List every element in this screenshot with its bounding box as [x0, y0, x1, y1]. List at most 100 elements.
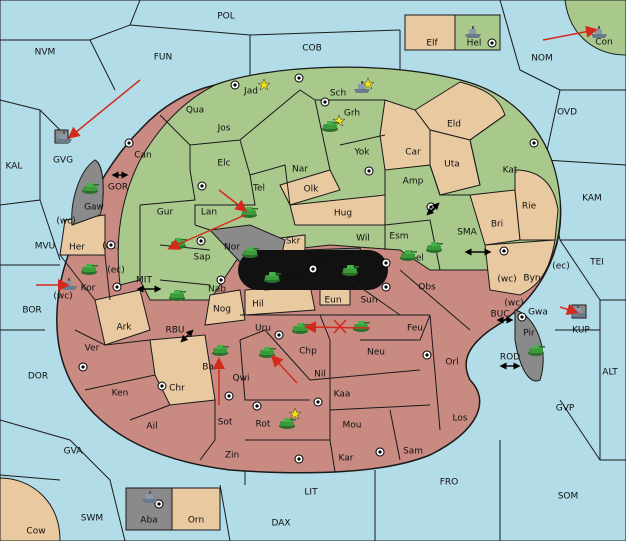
label-nor: Nor — [224, 243, 240, 253]
province-ark[interactable] — [94, 289, 151, 346]
label-ken: Ken — [112, 389, 129, 399]
sea-label-pol: POL — [217, 12, 235, 22]
province-aba[interactable] — [125, 487, 173, 531]
label-aba: Aba — [140, 516, 157, 526]
label-wil: Wil — [356, 234, 370, 244]
move-orders — [36, 25, 598, 405]
label-olk: Olk — [304, 185, 320, 195]
sea-label-buc: BUC — [490, 310, 509, 320]
label-gur: Gur — [157, 208, 174, 218]
sea-label-kam: KAM — [582, 194, 602, 204]
label-jos: Jos — [217, 124, 231, 134]
province-borders — [59, 89, 506, 473]
label-skr: Skr — [286, 237, 301, 247]
label-jad: Jad — [243, 87, 258, 97]
label-rie: Rie — [522, 202, 537, 212]
sea-label-gor: GOR — [108, 183, 128, 193]
label-grh: Grh — [344, 109, 360, 119]
label-hel: Hel — [467, 39, 482, 49]
sea-label-fun: FUN — [154, 53, 173, 63]
province-uta[interactable] — [429, 129, 481, 196]
sea-labels: POL NVM FUN COB NOM OVD KAL KAM MVU TEI … — [6, 12, 619, 529]
label-los: Los — [452, 414, 467, 424]
label-car: Car — [405, 148, 421, 158]
label-amp: Amp — [403, 177, 424, 187]
label-nil: Nil — [314, 370, 326, 380]
sea-label-nvm: NVM — [35, 48, 56, 58]
label-kat: Kat — [503, 166, 518, 176]
label-ark: Ark — [116, 323, 132, 333]
coast-label-gwa-wc: (wc) — [504, 299, 523, 309]
label-kar: Kar — [339, 454, 354, 464]
label-hil: Hil — [252, 300, 264, 310]
coast-label-byn-wc: (wc) — [497, 275, 516, 285]
label-pir: Pir — [523, 329, 535, 339]
label-rot: Rot — [256, 420, 271, 430]
label-con: Con — [595, 38, 613, 48]
sea-label-ovd: OVD — [557, 108, 577, 118]
coast-label-kor-wc: (wc) — [53, 292, 72, 302]
sea-label-rod: ROD — [500, 353, 520, 363]
label-nar: Nar — [292, 165, 308, 175]
sea-label-som: SOM — [558, 492, 579, 502]
label-tel: Tel — [252, 184, 265, 194]
sea-label-bor: BOR — [22, 306, 41, 316]
label-elf: Elf — [426, 39, 438, 49]
label-elc: Elc — [217, 159, 230, 169]
label-sap: Sap — [194, 253, 211, 263]
sea-label-fro: FRO — [440, 478, 459, 488]
province-nog[interactable] — [204, 289, 246, 326]
label-eld: Eld — [447, 120, 461, 130]
label-chr: Chr — [169, 384, 185, 394]
label-byn: Byn — [523, 274, 540, 284]
passage-arrows — [111, 171, 521, 370]
label-ail: Ail — [146, 422, 157, 432]
label-cow: Cow — [26, 527, 45, 537]
sea-label-dax: DAX — [271, 519, 290, 529]
label-web: Web — [285, 274, 305, 284]
sea-label-gvp: GVP — [556, 404, 575, 414]
sea-label-kal: KAL — [6, 162, 23, 172]
label-eun: Eun — [324, 296, 341, 306]
province-rie[interactable] — [514, 169, 559, 241]
label-uta: Uta — [444, 160, 460, 170]
label-qua: Qua — [186, 106, 204, 116]
label-bri: Bri — [491, 220, 503, 230]
label-gwa: Gwa — [528, 308, 548, 318]
sea-label-cob: COB — [302, 44, 322, 54]
label-ver: Ver — [85, 344, 100, 354]
label-mel: Mel — [408, 254, 424, 264]
label-qwi: Qwi — [233, 374, 250, 384]
label-mou: Mou — [343, 421, 362, 431]
label-can: Can — [134, 151, 152, 161]
label-orn: Orn — [188, 516, 204, 526]
label-ost: Ost — [315, 258, 331, 268]
label-kor: Kor — [81, 284, 96, 294]
sea-label-swm: SWM — [81, 514, 103, 524]
label-zin: Zin — [225, 451, 239, 461]
sea-label-nom: NOM — [531, 54, 553, 64]
label-obs: Obs — [418, 283, 436, 293]
label-feu: Feu — [407, 324, 423, 334]
sea-label-alt: ALT — [602, 368, 618, 378]
sea-label-rbu: RBU — [165, 326, 184, 336]
coast-label-byn-ec: (ec) — [552, 262, 570, 272]
label-sam: Sam — [403, 447, 423, 457]
label-gvg: GVG — [53, 156, 73, 166]
province-olk[interactable] — [279, 169, 341, 206]
sea-label-mit: MIT — [136, 276, 152, 286]
label-neu: Neu — [367, 348, 385, 358]
label-hug: Hug — [334, 209, 352, 219]
label-nab: Nab — [208, 285, 226, 295]
province-pir[interactable] — [514, 309, 544, 382]
label-bar: Bar — [202, 363, 218, 373]
province-chr[interactable] — [149, 334, 216, 406]
label-lan: Lan — [201, 208, 217, 218]
label-nog: Nog — [213, 305, 231, 315]
sea-label-tei: TEI — [589, 258, 604, 268]
sea-label-dor: DOR — [28, 372, 48, 382]
label-chp: Chp — [299, 347, 317, 357]
label-orl: Orl — [445, 358, 458, 368]
